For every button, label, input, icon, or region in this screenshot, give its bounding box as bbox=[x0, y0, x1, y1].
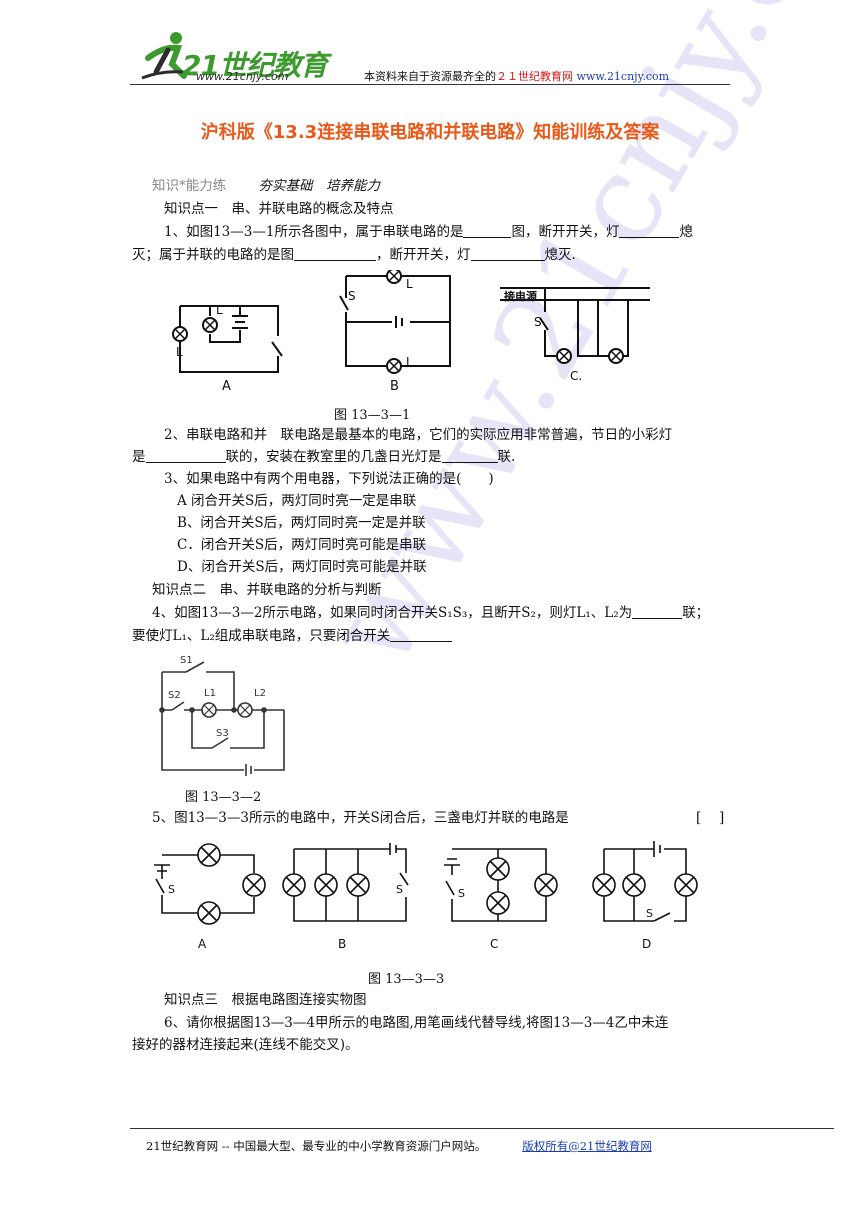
fig1-label-c: C. bbox=[570, 369, 582, 383]
q2-blank-2[interactable] bbox=[441, 448, 498, 463]
fig3-label-a: A bbox=[198, 937, 207, 951]
logo-runner-icon bbox=[141, 32, 197, 80]
q1-text-b: 图，断开开关，灯 bbox=[511, 224, 620, 240]
q3-option-d[interactable]: D、闭合开关S后，两灯同时亮可能是并联 bbox=[177, 559, 427, 575]
fig3-c-S: S bbox=[458, 887, 465, 900]
fig3-circuit-a bbox=[154, 843, 266, 925]
fig3-label-c: C bbox=[490, 937, 498, 951]
fig3-b-S: S bbox=[396, 883, 403, 896]
source-site[interactable]: ２１世纪教育网 bbox=[496, 70, 573, 83]
fig3-caption: 图 13—3—3 bbox=[368, 972, 445, 987]
footer-rights-link[interactable]: 版权所有@21世纪教育网 bbox=[522, 1139, 652, 1153]
fig1-caption: 图 13—3—1 bbox=[334, 408, 411, 423]
q5-stem: 5、图13—3—3所示的电路中，开关S闭合后，三盏电灯并联的电路是 bbox=[152, 810, 569, 826]
fig1-c-S: S bbox=[534, 315, 542, 329]
fig2-caption: 图 13—3—2 bbox=[185, 790, 262, 805]
q2-text-a: 是 bbox=[132, 449, 146, 465]
q1-text-f: 熄灭. bbox=[544, 247, 576, 263]
q3-option-c[interactable]: C．闭合开关S后，两灯同时亮可能是串联 bbox=[177, 537, 427, 553]
fig1-circuit-b bbox=[339, 270, 451, 374]
fig2-L2: L2 bbox=[254, 688, 266, 699]
logo-text: 21世纪教育 bbox=[182, 49, 328, 82]
source-prefix: 本资料来自于资源最齐全的 bbox=[364, 70, 496, 83]
q3-stem: 3、如果电路中有两个用电器，下列说法正确的是( ) bbox=[164, 471, 494, 487]
fig1-label-a: A bbox=[222, 379, 231, 394]
q3-option-b[interactable]: B、闭合开关S后，两灯同时亮一定是并联 bbox=[177, 515, 426, 531]
source-url[interactable]: www.21cnjy.com bbox=[576, 70, 670, 83]
header-source: 本资料来自于资源最齐全的２１世纪教育网 www.21cnjy.com bbox=[364, 68, 669, 84]
q1-text-a: 1、如图13—3—1所示各图中，属于串联电路的是 bbox=[164, 224, 464, 240]
figure-13-3-3: S A S B S C S D bbox=[154, 841, 698, 951]
q4-line2: 要使灯L₁、L₂组成串联电路，只要闭合开关 bbox=[132, 626, 453, 646]
q2-blank-1[interactable] bbox=[145, 448, 226, 463]
fig1-circuit-a bbox=[172, 305, 283, 373]
footer-text: 21世纪教育网 -- 中国最大型、最专业的中小学教育资源门户网站。 bbox=[146, 1139, 487, 1153]
q2-text-b: 联的，安装在教室里的几盏日光灯是 bbox=[225, 449, 442, 465]
q1-text-c: 熄 bbox=[679, 224, 693, 240]
q6-line1: 6、请你根据图13—3—4甲所示的电路图,用笔画线代替导线,将图13—3—4乙中… bbox=[164, 1015, 669, 1031]
fig1-a-L2: L bbox=[216, 303, 223, 317]
q4-text-c: 要使灯L₁、L₂组成串联电路，只要闭合开关 bbox=[132, 628, 391, 644]
page-title: 沪科版《13.3连接串联电路和并联电路》知能训练及答案 bbox=[200, 122, 660, 143]
fig1-c-power: 接电源 bbox=[504, 289, 537, 303]
q4-line1: 4、如图13—3—2所示电路，如果同时闭合开关S₁S₃，且断开S₂，则灯L₁、L… bbox=[152, 603, 709, 623]
fig3-d-S: S bbox=[646, 907, 653, 920]
q1-line1: 1、如图13—3—1所示各图中，属于串联电路的是 图，断开开关，灯 熄 bbox=[164, 222, 693, 242]
section-subtitle: 夯实基础 培养能力 bbox=[258, 178, 381, 194]
fig1-b-L2: L bbox=[406, 355, 413, 369]
fig1-a-L1: L bbox=[176, 345, 183, 359]
knowledge-point-1: 知识点一 串、并联电路的概念及特点 bbox=[164, 201, 394, 217]
q1-text-d: 灭；属于并联的电路的是图 bbox=[132, 247, 294, 263]
q1-text-e: ，断开开关，灯 bbox=[376, 247, 471, 263]
q1-blank-4[interactable] bbox=[470, 246, 545, 261]
q1-blank-2[interactable] bbox=[619, 223, 680, 238]
fig3-label-d: D bbox=[642, 937, 651, 951]
fig2-S1: S1 bbox=[180, 655, 193, 666]
q2-line2: 是 联的，安装在教室里的几盏日光灯是 联. bbox=[132, 447, 515, 467]
fig3-circuit-c bbox=[444, 848, 558, 922]
q4-blank-2[interactable] bbox=[390, 627, 453, 642]
section-header: 知识*能力练 夯实基础 培养能力 bbox=[152, 176, 380, 196]
q1-line2: 灭；属于并联的电路的是图 ，断开开关，灯 熄灭. bbox=[132, 245, 576, 265]
header-divider bbox=[130, 84, 730, 85]
fig3-circuit-d bbox=[592, 841, 698, 922]
q2-line1: 2、串联电路和并 联电路是最基本的电路，它们的实际应用非常普遍，节日的小彩灯 bbox=[164, 427, 673, 443]
knowledge-point-3: 知识点三 根据电路图连接实物图 bbox=[164, 992, 367, 1008]
figure-13-3-2: S1 S2 L1 L2 S3 bbox=[159, 655, 285, 776]
fig2-L1: L1 bbox=[204, 688, 216, 699]
knowledge-point-2: 知识点二 串、并联电路的分析与判断 bbox=[152, 582, 382, 598]
fig3-label-b: B bbox=[338, 937, 346, 951]
fig1-b-L1: L bbox=[406, 277, 413, 291]
q6-line2: 接好的器材连接起来(连线不能交叉)。 bbox=[132, 1037, 359, 1053]
q5-answer-bracket[interactable]: [ ] bbox=[696, 810, 725, 826]
fig1-label-b: B bbox=[390, 379, 399, 394]
figure-13-3-1: L L A S L L B 接电源 S C. bbox=[172, 270, 650, 394]
q4-blank-1[interactable] bbox=[632, 604, 683, 619]
q4-text-b: 联； bbox=[682, 605, 710, 621]
q1-blank-1[interactable] bbox=[463, 223, 512, 238]
section-label: 知识*能力练 bbox=[152, 178, 227, 194]
logo-url: www.21cnjy.com bbox=[196, 70, 289, 83]
q4-text-a: 4、如图13—3—2所示电路，如果同时闭合开关S₁S₃，且断开S₂，则灯L₁、L… bbox=[152, 605, 633, 621]
fig2-S2: S2 bbox=[168, 690, 181, 701]
q3-option-a[interactable]: A 闭合开关S后，两灯同时亮一定是串联 bbox=[177, 493, 417, 509]
footer: 21世纪教育网 -- 中国最大型、最专业的中小学教育资源门户网站。 版权所有@21… bbox=[146, 1138, 652, 1154]
q1-blank-3[interactable] bbox=[294, 246, 376, 261]
fig3-a-S: S bbox=[168, 883, 175, 896]
footer-divider bbox=[130, 1128, 834, 1129]
q2-text-c: 联. bbox=[497, 449, 516, 465]
fig1-circuit-c bbox=[500, 287, 650, 364]
fig3-circuit-b bbox=[282, 843, 409, 922]
fig1-b-S: S bbox=[348, 289, 356, 303]
fig2-S3: S3 bbox=[216, 728, 229, 739]
